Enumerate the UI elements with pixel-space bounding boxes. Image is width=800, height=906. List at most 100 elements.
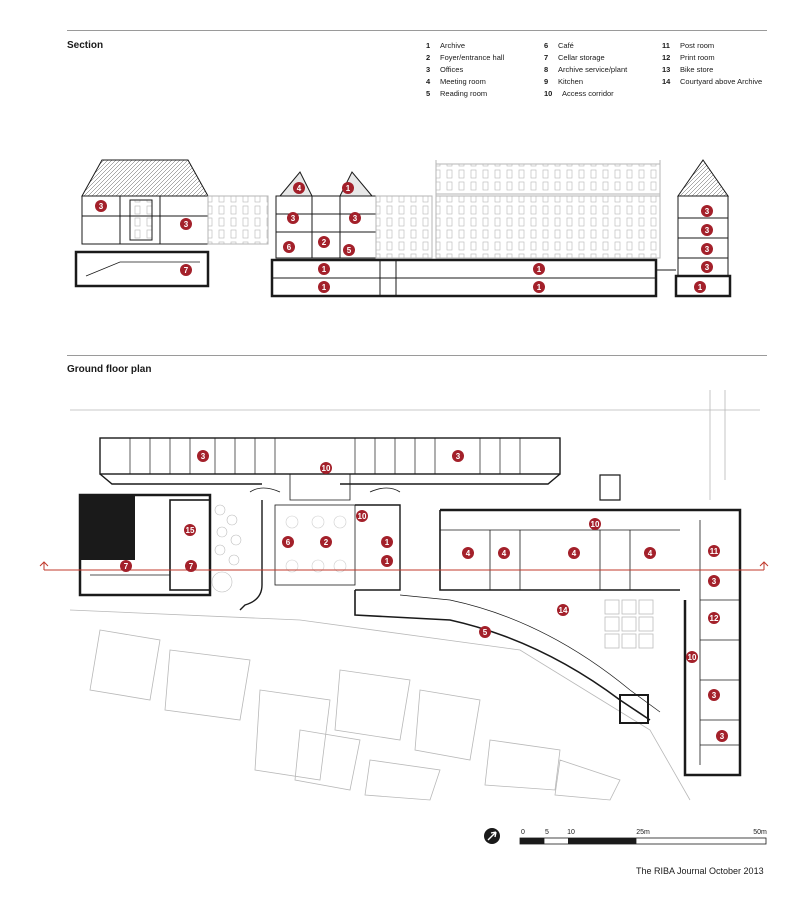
section-badge-16: 3 <box>701 224 713 236</box>
section-drawing <box>74 159 732 298</box>
plan-badge-19: 14 <box>557 604 569 616</box>
section-badge-17: 3 <box>701 243 713 255</box>
plan-badge-17: 11 <box>708 545 720 557</box>
svg-text:4: 4 <box>466 549 471 558</box>
svg-text:4: 4 <box>502 549 507 558</box>
section-badge-5: 1 <box>342 182 354 194</box>
svg-text:10: 10 <box>322 464 331 473</box>
section-badge-11: 1 <box>318 263 330 275</box>
plan-badge-6: 6 <box>282 536 294 548</box>
svg-text:3: 3 <box>705 263 710 272</box>
plan-badge-12: 4 <box>462 547 474 559</box>
svg-text:10: 10 <box>591 520 600 529</box>
plan-badge-9: 1 <box>381 555 393 567</box>
plan-badge-22: 10 <box>686 651 698 663</box>
plan-badge-2: 10 <box>320 462 332 474</box>
section-badge-9: 2 <box>318 236 330 248</box>
svg-text:5: 5 <box>483 628 488 637</box>
svg-text:7: 7 <box>189 562 194 571</box>
plan-badge-15: 4 <box>568 547 580 559</box>
svg-text:3: 3 <box>201 452 206 461</box>
plan-heading: Ground floor plan <box>67 364 152 375</box>
plan-foyer <box>239 487 401 611</box>
top-rule <box>67 30 767 31</box>
svg-text:3: 3 <box>705 226 710 235</box>
plan-badges: 3 10 3 10 15 6 2 1 1 7 7 4 4 10 4 4 11 3… <box>120 450 728 742</box>
svg-text:1: 1 <box>322 283 327 292</box>
section-cut-line <box>39 561 769 571</box>
section-right-tower <box>674 159 732 298</box>
svg-text:11: 11 <box>710 547 719 556</box>
section-badge-7: 3 <box>349 212 361 224</box>
section-badge-2: 3 <box>180 218 192 230</box>
svg-text:7: 7 <box>124 562 129 571</box>
svg-text:3: 3 <box>99 202 104 211</box>
svg-text:4: 4 <box>572 549 577 558</box>
plan-right-block <box>439 474 742 777</box>
plan-badge-7: 2 <box>320 536 332 548</box>
svg-text:6: 6 <box>287 243 292 252</box>
svg-text:4: 4 <box>297 184 302 193</box>
plan-badge-8: 1 <box>381 536 393 548</box>
svg-text:15: 15 <box>186 526 195 535</box>
plan-badge-20: 12 <box>708 612 720 624</box>
plan-badge-21: 5 <box>479 626 491 638</box>
section-badge-13: 1 <box>533 263 545 275</box>
scale-label-10: 10 <box>567 829 575 836</box>
journal-credit: The RIBA Journal October 2013 <box>636 866 764 876</box>
section-facade <box>435 160 661 259</box>
section-left-building <box>74 159 269 288</box>
svg-text:7: 7 <box>184 266 189 275</box>
svg-text:1: 1 <box>385 538 390 547</box>
section-badge-4: 4 <box>293 182 305 194</box>
plan-badge-10: 7 <box>120 560 132 572</box>
plan-reading-wing <box>354 590 661 724</box>
middle-rule <box>67 355 767 356</box>
svg-text:6: 6 <box>286 538 291 547</box>
section-badge-14: 1 <box>533 281 545 293</box>
scale-label-5: 5 <box>545 829 549 836</box>
plan-drawing <box>39 390 769 801</box>
svg-text:1: 1 <box>322 265 327 274</box>
scale-label-50: 50m <box>753 829 767 836</box>
svg-text:3: 3 <box>291 214 296 223</box>
plan-badge-3: 3 <box>452 450 464 462</box>
section-badge-18: 3 <box>701 261 713 273</box>
svg-text:2: 2 <box>322 238 327 247</box>
plan-badge-14: 10 <box>589 518 601 530</box>
north-arrow-icon <box>484 828 500 844</box>
svg-text:1: 1 <box>346 184 351 193</box>
section-badge-3: 7 <box>180 264 192 276</box>
section-badge-6: 3 <box>287 212 299 224</box>
section-badge-1: 3 <box>95 200 107 212</box>
site-context <box>69 390 760 801</box>
plan-upper-wing <box>99 437 561 501</box>
plan-badge-16: 4 <box>644 547 656 559</box>
plan-badge-5: 15 <box>184 524 196 536</box>
svg-text:5: 5 <box>347 246 352 255</box>
svg-text:3: 3 <box>456 452 461 461</box>
svg-text:1: 1 <box>385 557 390 566</box>
courtyard-grid <box>604 599 654 649</box>
section-badge-19: 1 <box>694 281 706 293</box>
plan-left-building <box>78 493 242 597</box>
svg-text:3: 3 <box>712 577 717 586</box>
svg-text:4: 4 <box>648 549 653 558</box>
svg-text:3: 3 <box>712 691 717 700</box>
svg-text:3: 3 <box>353 214 358 223</box>
svg-text:12: 12 <box>710 614 719 623</box>
svg-text:3: 3 <box>705 245 710 254</box>
plan-badge-18: 3 <box>708 575 720 587</box>
